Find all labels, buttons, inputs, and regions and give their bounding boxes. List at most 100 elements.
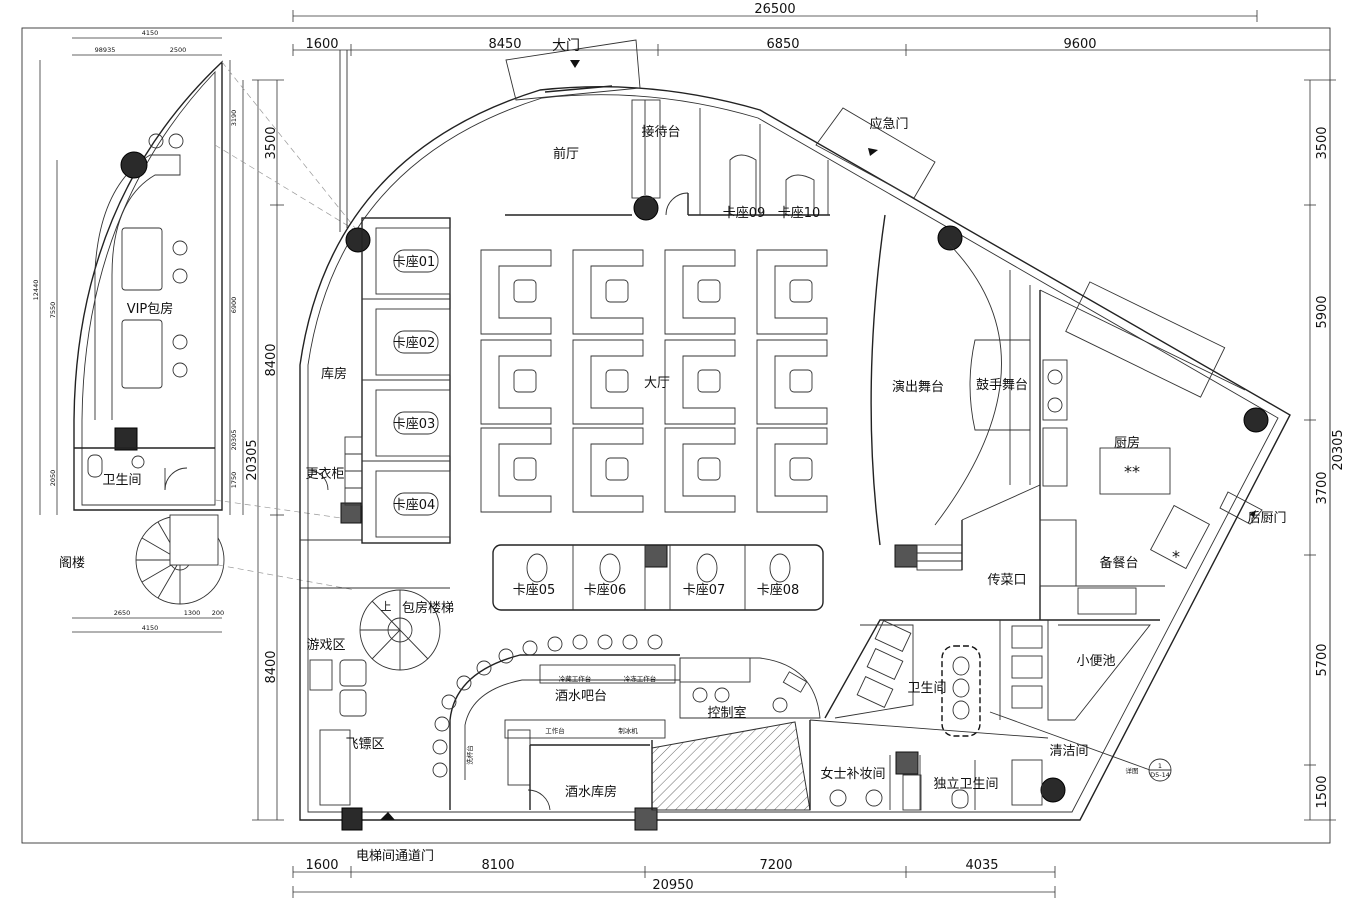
bottom-dimensions: 1600 8100 7200 4035 20950 — [292, 858, 1056, 898]
dim-top-total: 26500 — [754, 2, 795, 17]
label-dart-area: 飞镖区 — [345, 736, 384, 752]
hall-table — [697, 369, 721, 393]
column — [633, 195, 659, 221]
label-hall: 大厅 — [644, 376, 670, 391]
left-dimensions: 3500 8400 8400 20305 — [245, 79, 284, 821]
dim-bottom-total: 20950 — [652, 878, 693, 893]
label-stair-up: 上 — [381, 600, 392, 613]
hall-table — [697, 457, 721, 481]
label-cleaning-room: 清洁间 — [1049, 744, 1088, 759]
loft-dim-left-3: 2050 — [49, 470, 57, 487]
label-serving-window: 传菜口 — [987, 573, 1026, 588]
label-booth-08: 卡座08 — [757, 583, 800, 598]
label-booth-01: 卡座01 — [393, 255, 436, 270]
hall-booth-seat — [756, 249, 828, 335]
bottom-booths — [492, 544, 824, 611]
hall-booth-seat — [664, 249, 736, 335]
dim-left-3: 8400 — [264, 650, 279, 683]
label-booth-05: 卡座05 — [513, 583, 556, 598]
kitchen-mark: ** — [1124, 462, 1140, 481]
bar-workbench-4: 制冰机 — [618, 726, 638, 735]
column — [937, 225, 963, 251]
right-dimensions: 3500 5900 3700 5700 1500 20305 — [1304, 79, 1346, 821]
dim-right-5: 1500 — [1315, 775, 1330, 808]
hall-booth-seat — [480, 427, 552, 513]
hall-table — [605, 457, 629, 481]
label-liquor-storage: 酒水库房 — [565, 784, 617, 800]
label-game-area: 游戏区 — [306, 638, 345, 653]
column — [1243, 407, 1269, 433]
loft-dim-right-1: 3190 — [230, 110, 238, 127]
left-booths — [344, 217, 451, 544]
dim-bottom-1: 1600 — [305, 858, 338, 873]
label-kitchen: 厨房 — [1114, 435, 1140, 451]
loft-dim-left-1: 12440 — [32, 280, 40, 301]
dim-right-2: 5900 — [1315, 295, 1330, 328]
hall-booth-seat — [572, 339, 644, 425]
projection-lines — [214, 61, 356, 591]
kitchen — [1039, 281, 1246, 620]
hall-booth-seat — [756, 427, 828, 513]
loft-vip-label: VIP包房 — [127, 301, 174, 317]
bar-area — [432, 634, 821, 811]
hall-table — [513, 369, 537, 393]
outer-walls — [299, 50, 1291, 831]
label-urinal: 小便池 — [1076, 654, 1115, 669]
dim-left-2: 8400 — [264, 343, 279, 376]
front-hall — [505, 99, 830, 216]
hall-booth-seat — [572, 427, 644, 513]
hall-table — [605, 279, 629, 303]
label-control-room: 控制室 — [707, 705, 746, 721]
room-labels: 大门 前厅 接待台 应急门 卡座09 卡座10 卡座01 卡座02 卡座03 卡… — [305, 38, 1286, 864]
label-private-stairs: 包房楼梯 — [402, 600, 454, 616]
hall-tables — [480, 249, 828, 513]
dim-bottom-3: 7200 — [759, 858, 792, 873]
label-ladies-makeup: 女士补妆间 — [820, 766, 885, 782]
loft-dim-top: 4150 — [142, 29, 159, 37]
label-booth-06: 卡座06 — [584, 583, 627, 598]
loft-title: 阁楼 — [59, 556, 85, 571]
loft-dim-bottom-1: 2650 — [114, 609, 131, 617]
label-storage: 库房 — [321, 366, 347, 382]
dim-right-total: 20305 — [1331, 429, 1346, 470]
dim-left-total: 20305 — [245, 439, 260, 480]
loft-plan: 4150 98935 2500 2650 1300 200 4150 12440… — [32, 29, 244, 633]
dim-right-1: 3500 — [1315, 126, 1330, 159]
bar-workbench-5: 洗杯台 — [465, 745, 474, 765]
loft-dim-bottom-4: 4150 — [142, 624, 159, 632]
dim-top-3: 6850 — [766, 37, 799, 52]
hall-table — [789, 457, 813, 481]
loft-dim-bottom-3: 200 — [212, 609, 224, 617]
dim-left-1: 3500 — [264, 126, 279, 159]
column — [345, 227, 371, 253]
bar-workbench-3: 工作台 — [545, 726, 565, 735]
hall-booth-seat — [480, 249, 552, 335]
toilets — [809, 619, 1172, 811]
label-back-kitchen-door: 后厨门 — [1247, 511, 1286, 526]
label-booth-07: 卡座07 — [683, 583, 726, 598]
loft-dim-right-4: 20305 — [230, 430, 238, 451]
label-reception: 接待台 — [641, 124, 680, 140]
detail-reference: D5-14 — [1150, 771, 1170, 779]
hall-booth-seat — [756, 339, 828, 425]
loft-dim-top-3: 2500 — [170, 46, 187, 54]
label-private-toilet: 独立卫生间 — [933, 777, 998, 792]
loft-toilet-label: 卫生间 — [102, 473, 141, 488]
dim-bottom-2: 8100 — [481, 858, 514, 873]
label-bar: 酒水吧台 — [555, 689, 607, 704]
detail-number: 1 — [1158, 762, 1162, 770]
label-toilet: 卫生间 — [907, 681, 946, 696]
hall-table — [789, 279, 813, 303]
dim-top-1: 1600 — [305, 37, 338, 52]
hall-booth-seat — [572, 249, 644, 335]
hall-booth-seat — [664, 339, 736, 425]
column — [1040, 777, 1066, 803]
dim-top-2: 8450 — [488, 37, 521, 52]
label-locker: 更衣柜 — [305, 466, 344, 482]
loft-dim-left-2: 7550 — [49, 302, 57, 319]
label-stage: 演出舞台 — [892, 379, 944, 395]
dim-right-3: 3700 — [1315, 471, 1330, 504]
bar-workbench-2: 冷冻工作台 — [624, 674, 657, 683]
dim-bottom-4: 4035 — [965, 858, 998, 873]
stage — [870, 214, 1041, 571]
